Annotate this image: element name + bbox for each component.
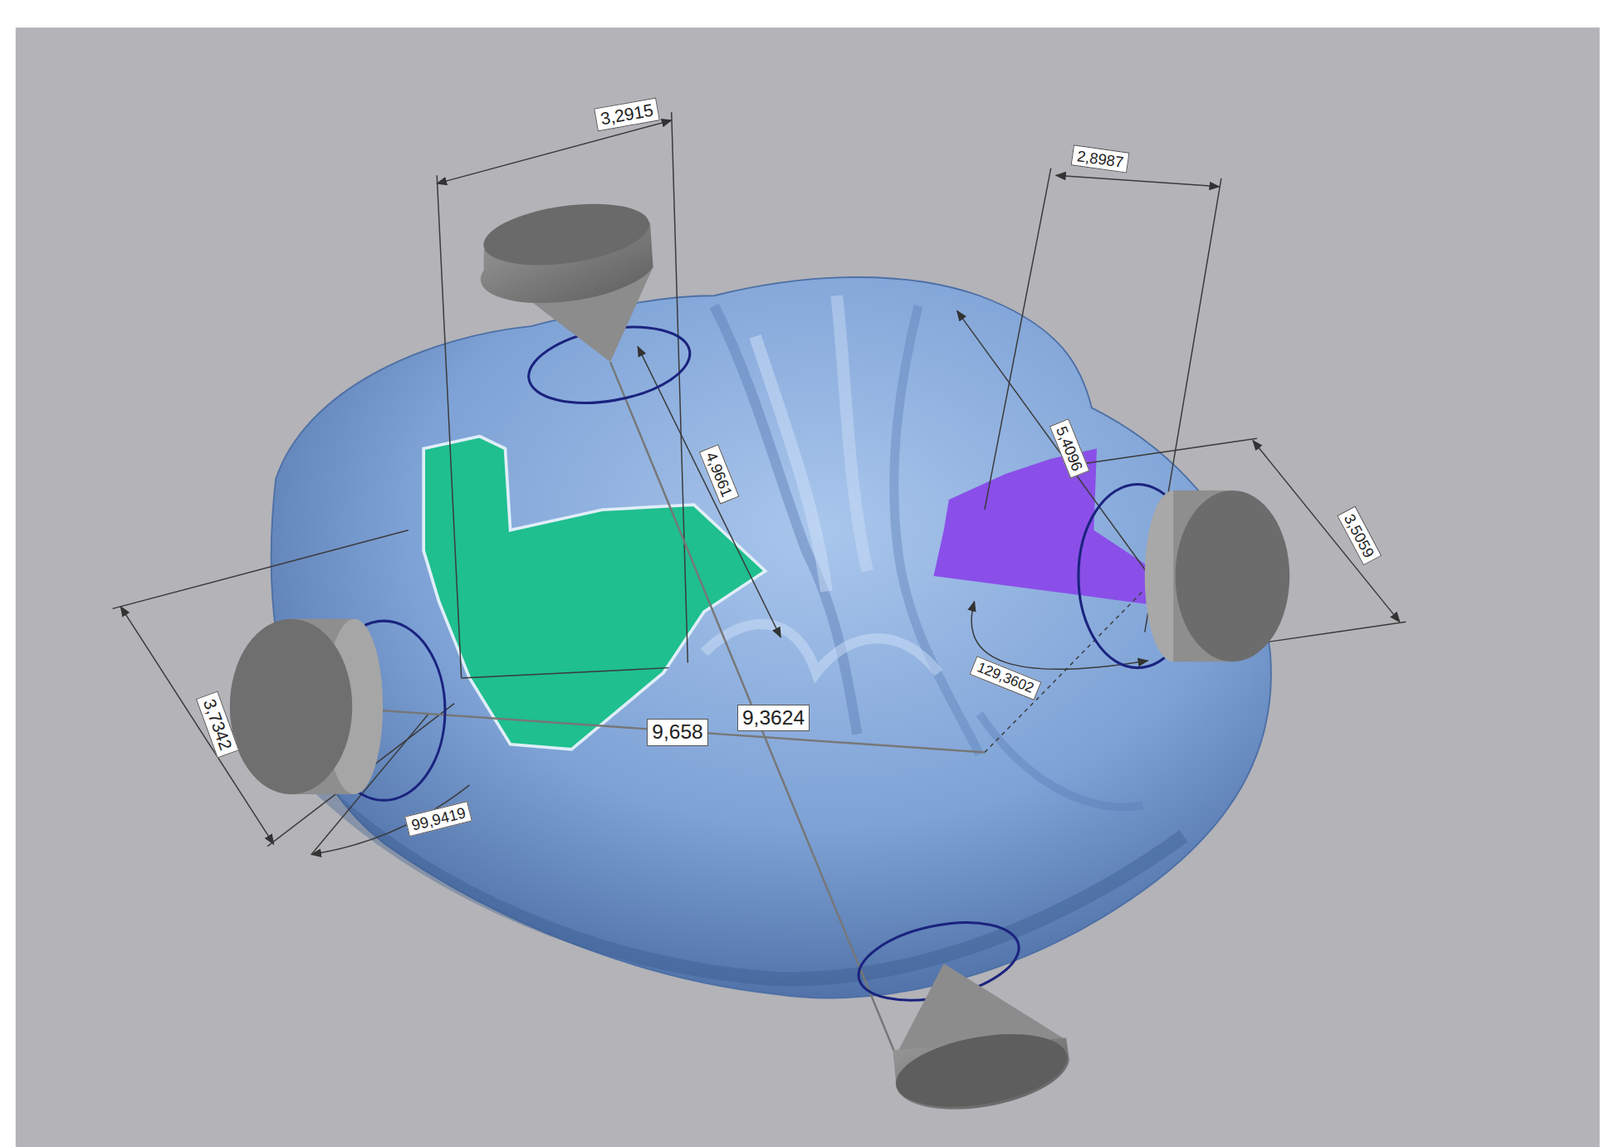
dimension-value: 9,3624 bbox=[737, 704, 810, 732]
probe-left bbox=[229, 619, 383, 795]
tooth-body bbox=[271, 277, 1272, 999]
viewport-ground bbox=[15, 27, 1600, 1147]
dimension-lines bbox=[112, 112, 1407, 1061]
dimension-value: 9,658 bbox=[646, 719, 709, 746]
probe-ellipses bbox=[322, 315, 1198, 1014]
probe-top bbox=[479, 194, 654, 363]
probe-bottom bbox=[890, 963, 1073, 1120]
probe-right bbox=[1144, 490, 1290, 662]
green-region bbox=[423, 436, 766, 750]
